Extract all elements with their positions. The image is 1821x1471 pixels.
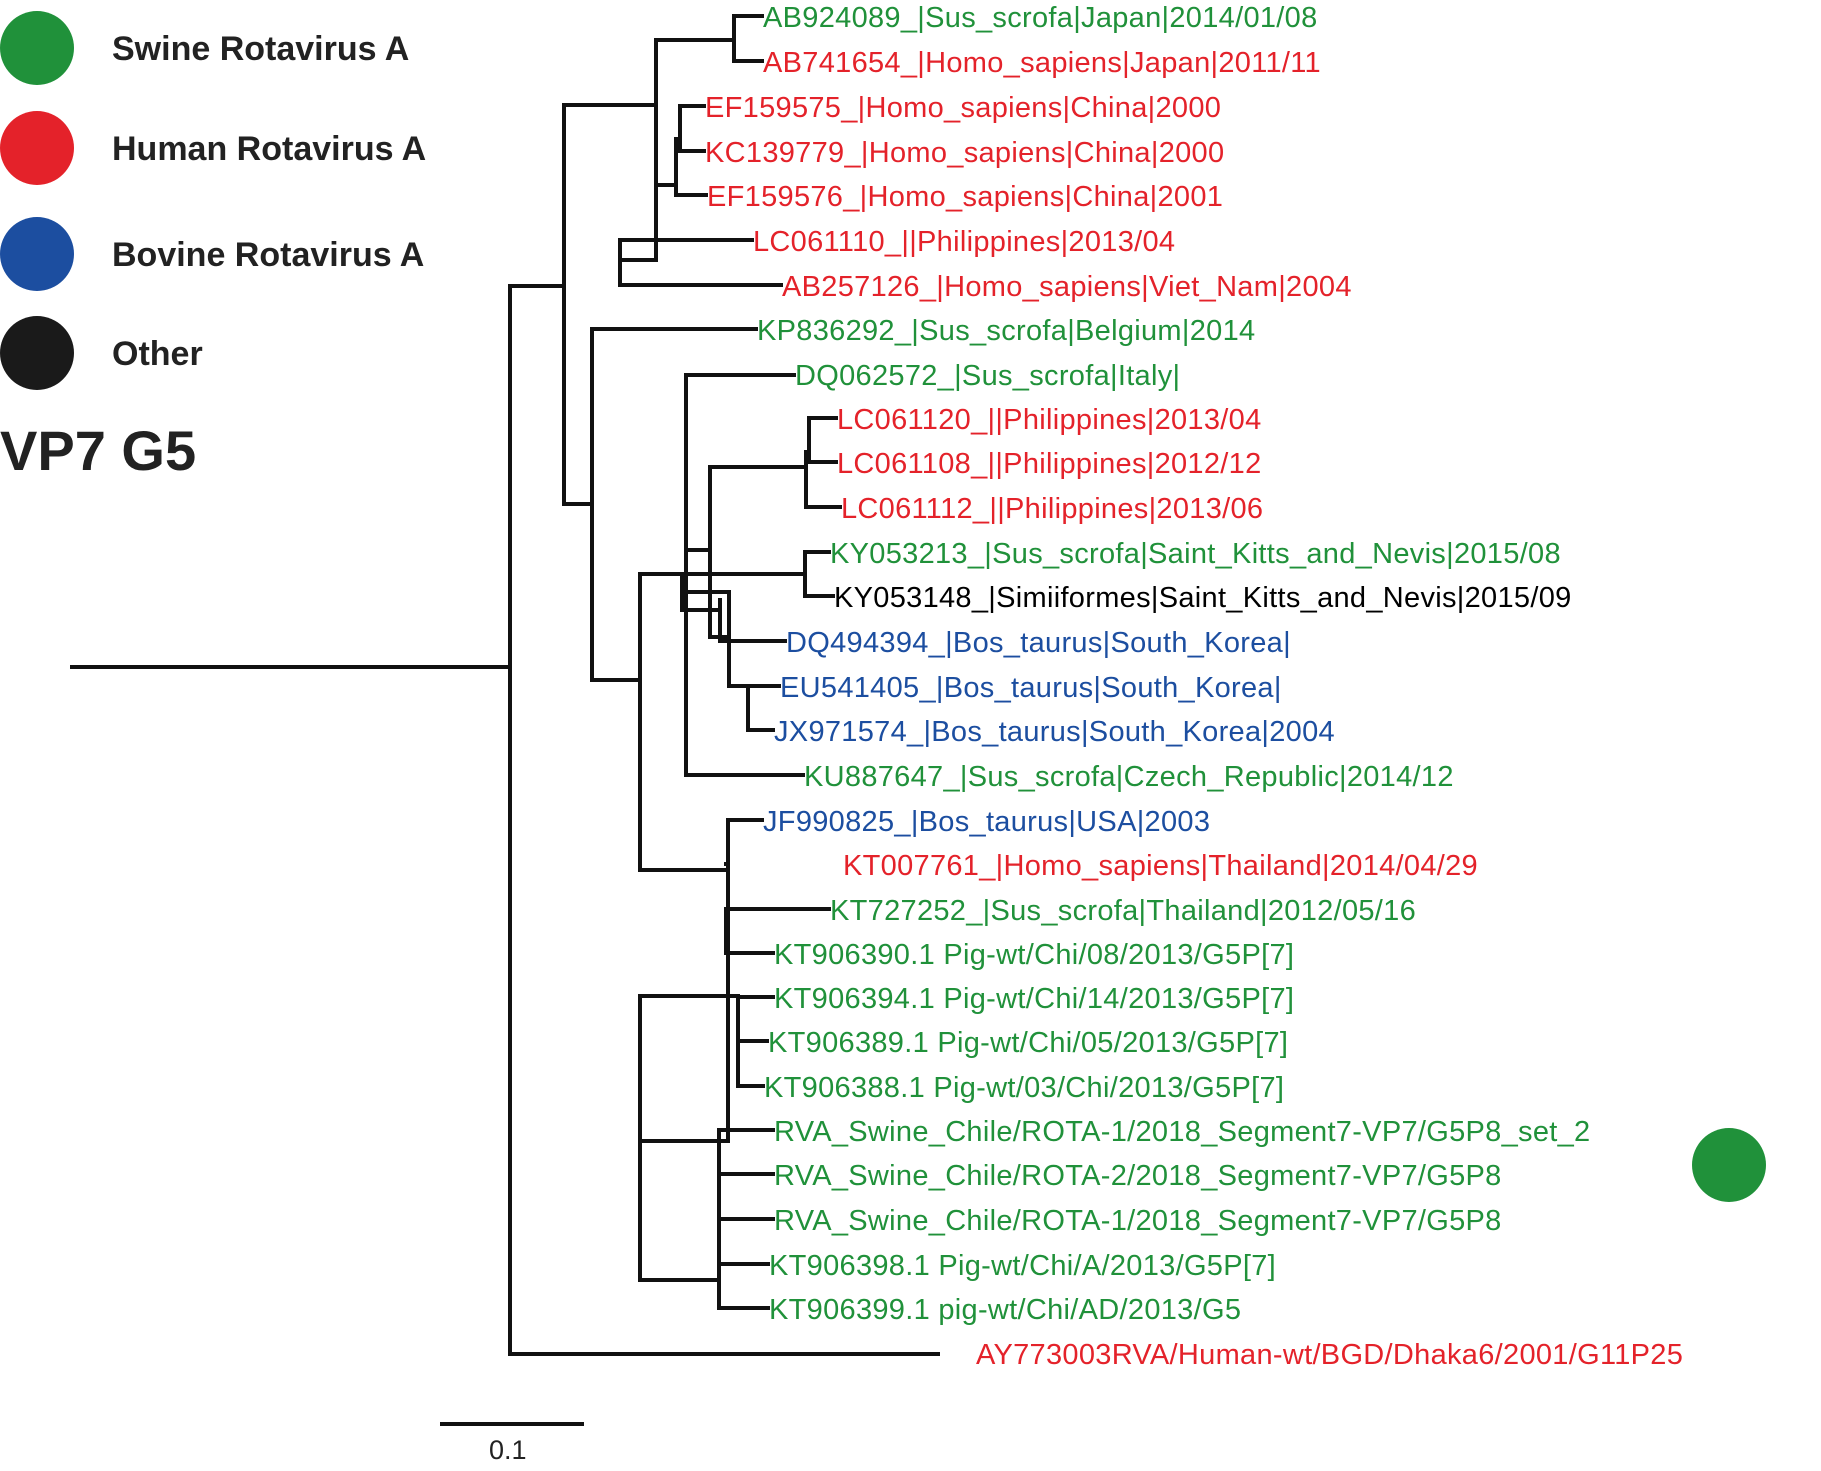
taxon-label: KT906399.1 pig-wt/Chi/AD/2013/G5 [769,1294,1241,1326]
taxon-label: JF990825_|Bos_taurus|USA|2003 [763,806,1210,838]
taxon-label: KP836292_|Sus_scrofa|Belgium|2014 [757,315,1255,347]
legend-swatch [0,217,74,291]
legend-label: Bovine Rotavirus A [112,236,424,274]
legend-label: Swine Rotavirus A [112,30,409,68]
taxon-label: DQ494394_|Bos_taurus|South_Korea| [786,627,1291,659]
legend-swatch [0,316,74,390]
taxon-label: LC061108_||Philippines|2012/12 [837,448,1262,480]
taxon-label: EU541405_|Bos_taurus|South_Korea| [780,672,1282,704]
taxon-label: RVA_Swine_Chile/ROTA-2/2018_Segment7-VP7… [774,1160,1502,1192]
taxon-label: KU887647_|Sus_scrofa|Czech_Republic|2014… [804,761,1454,793]
taxon-label: AB741654_|Homo_sapiens|Japan|2011/11 [763,47,1321,79]
taxon-label: LC061120_||Philippines|2013/04 [837,404,1262,436]
taxon-label: KT906394.1 Pig-wt/Chi/14/2013/G5P[7] [774,983,1294,1015]
taxon-label: LC061110_||Philippines|2013/04 [753,226,1175,258]
scale-bar-label: 0.1 [489,1435,527,1465]
taxon-label: EF159575_|Homo_sapiens|China|2000 [705,92,1221,124]
taxon-label: AB924089_|Sus_scrofa|Japan|2014/01/08 [763,2,1318,34]
taxon-label: LC061112_||Philippines|2013/06 [841,493,1263,525]
panel-title: VP7 G5 [0,419,196,482]
taxon-label: KT007761_|Homo_sapiens|Thailand|2014/04/… [843,850,1478,882]
taxon-label: KT906398.1 Pig-wt/Chi/A/2013/G5P[7] [769,1250,1276,1282]
legend-label: Other [112,335,203,373]
taxon-label: AY773003RVA/Human-wt/BGD/Dhaka6/2001/G11… [976,1339,1683,1371]
taxon-label: KY053148_|Simiiformes|Saint_Kitts_and_Ne… [834,582,1572,614]
taxon-label: KT727252_|Sus_scrofa|Thailand|2012/05/16 [830,895,1416,927]
legend-swatch [0,111,74,185]
taxon-label: JX971574_|Bos_taurus|South_Korea|2004 [774,716,1335,748]
taxon-label: EF159576_|Homo_sapiens|China|2001 [707,181,1223,213]
taxon-label: KY053213_|Sus_scrofa|Saint_Kitts_and_Nev… [830,538,1561,570]
taxon-label: DQ062572_|Sus_scrofa|Italy| [795,360,1180,392]
taxon-label: RVA_Swine_Chile/ROTA-1/2018_Segment7-VP7… [774,1205,1502,1237]
study-sequence-marker [1692,1128,1766,1202]
taxon-label: KT906388.1 Pig-wt/03/Chi/2013/G5P[7] [764,1072,1284,1104]
taxon-label: AB257126_|Homo_sapiens|Viet_Nam|2004 [782,271,1352,303]
taxon-label: RVA_Swine_Chile/ROTA-1/2018_Segment7-VP7… [774,1116,1590,1148]
taxon-label: KT906389.1 Pig-wt/Chi/05/2013/G5P[7] [768,1027,1288,1059]
taxon-label: KT906390.1 Pig-wt/Chi/08/2013/G5P[7] [774,939,1294,971]
legend-label: Human Rotavirus A [112,130,426,168]
legend-swatch [0,11,74,85]
taxon-label: KC139779_|Homo_sapiens|China|2000 [705,137,1224,169]
